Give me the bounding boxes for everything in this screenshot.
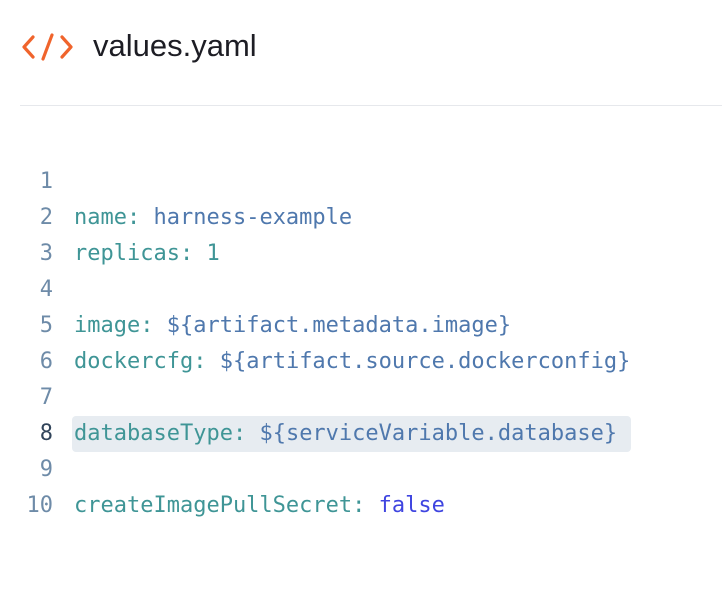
code-line-active[interactable]: 8 bbox=[0, 380, 722, 446]
line-content[interactable]: dockercfg: ${artifact.source.dockerconfi… bbox=[74, 344, 630, 380]
code-line[interactable]: 4 image: ${artifact.metadata.image} bbox=[0, 236, 722, 338]
line-content[interactable]: replicas: 1 bbox=[74, 236, 220, 272]
code-line[interactable]: 6 bbox=[0, 308, 722, 374]
yaml-value: 1 bbox=[206, 241, 220, 266]
line-number: 7 bbox=[39, 385, 53, 410]
yaml-key: databaseType bbox=[74, 421, 233, 446]
line-number: 8 bbox=[39, 421, 53, 446]
yaml-value: false bbox=[378, 493, 445, 518]
code-icon bbox=[22, 33, 73, 61]
line-number: 2 bbox=[39, 205, 53, 230]
line-number: 4 bbox=[39, 277, 53, 302]
yaml-colon: : bbox=[126, 205, 154, 230]
line-content[interactable]: createImagePullSecret: false bbox=[74, 488, 445, 524]
yaml-colon: : bbox=[140, 313, 167, 338]
file-header: values.yaml bbox=[0, 0, 722, 106]
code-editor[interactable]: 1 name: harness-example 2 replicas: 1 3 … bbox=[0, 128, 722, 518]
line-number: 6 bbox=[39, 349, 53, 374]
yaml-colon: : bbox=[179, 241, 207, 266]
yaml-value: harness-example bbox=[153, 205, 353, 230]
yaml-key: createImagePullSecret bbox=[74, 493, 353, 518]
code-line[interactable]: 1 name: harness-example bbox=[0, 128, 722, 230]
line-content[interactable]: name: harness-example bbox=[74, 200, 352, 236]
code-line[interactable]: 10 bbox=[0, 452, 722, 518]
line-number: 10 bbox=[26, 493, 54, 518]
line-number: 5 bbox=[39, 313, 53, 338]
header-divider bbox=[20, 105, 722, 106]
yaml-key: replicas bbox=[74, 241, 180, 266]
file-name: values.yaml bbox=[93, 28, 257, 63]
yaml-colon: : bbox=[193, 349, 220, 374]
yaml-colon: : bbox=[352, 493, 379, 518]
line-content[interactable]: image: ${artifact.metadata.image} bbox=[74, 308, 511, 344]
yaml-colon: : bbox=[232, 421, 260, 446]
line-number: 1 bbox=[39, 169, 53, 194]
yaml-key: dockercfg bbox=[74, 349, 194, 374]
yaml-key: image bbox=[74, 313, 141, 338]
yaml-key: name bbox=[74, 205, 127, 230]
yaml-value: ${serviceVariable.database} bbox=[259, 421, 618, 446]
line-number: 3 bbox=[39, 241, 53, 266]
code-line[interactable]: 5 dockercfg: ${artifact.source.dockercon… bbox=[0, 272, 722, 374]
code-line[interactable]: 3 bbox=[0, 200, 722, 266]
line-number: 9 bbox=[39, 457, 53, 482]
code-line[interactable]: 2 replicas: 1 bbox=[0, 164, 722, 266]
code-line[interactable]: 9 createImagePullSecret: false bbox=[0, 416, 722, 518]
yaml-value: ${artifact.metadata.image} bbox=[166, 313, 512, 338]
yaml-value: ${artifact.source.dockerconfig} bbox=[219, 349, 631, 374]
line-content[interactable]: databaseType: ${serviceVariable.database… bbox=[72, 416, 632, 452]
code-line-highlighted[interactable]: 7 databaseType: ${serviceVariable.databa… bbox=[0, 344, 722, 452]
